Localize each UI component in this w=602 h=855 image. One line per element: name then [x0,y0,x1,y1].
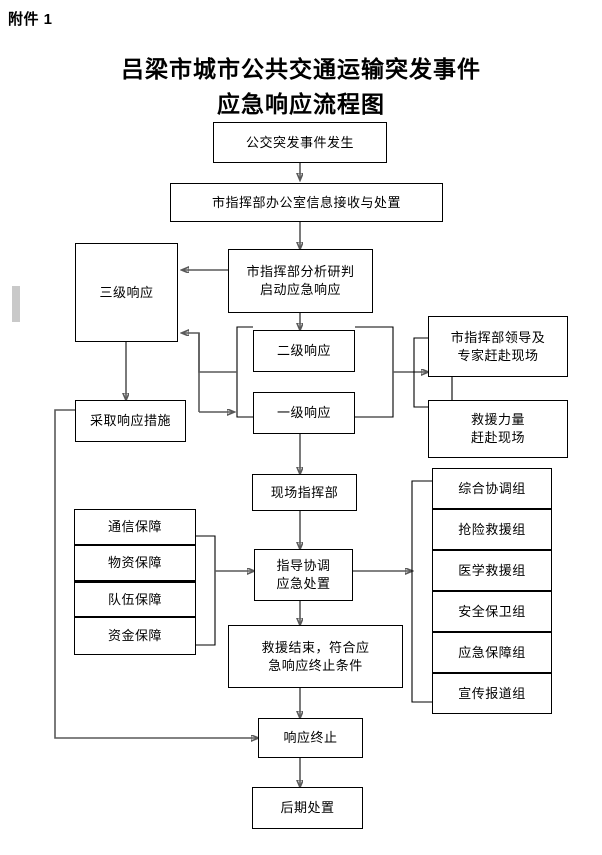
support-item-communication[interactable]: 通信保障 [74,509,196,545]
node-onsite-command[interactable]: 现场指挥部 [252,474,357,511]
node-label: 救援结束，符合应 急响应终止条件 [261,639,370,673]
node-label: 响应终止 [283,730,338,746]
node-command-office-receive[interactable]: 市指挥部办公室信息接收与处置 [170,183,443,222]
node-label: 安全保卫组 [458,603,526,619]
node-label: 抢险救援组 [458,521,526,537]
page-title-line2: 应急响应流程图 [217,92,385,117]
node-label: 医学救援组 [458,562,526,578]
node-command-analysis-activate[interactable]: 市指挥部分析研判 启动应急响应 [228,249,373,313]
node-response-termination[interactable]: 响应终止 [258,718,363,758]
node-label: 现场指挥部 [270,484,339,500]
node-level-3-response[interactable]: 三级响应 [75,243,178,342]
working-group-medical[interactable]: 医学救援组 [432,550,552,591]
node-label: 市指挥部办公室信息接收与处置 [211,194,401,210]
node-level-2-response[interactable]: 二级响应 [253,330,355,372]
node-take-response-measures[interactable]: 采取响应措施 [75,400,186,442]
node-post-incident-handling[interactable]: 后期处置 [252,787,363,829]
support-item-funding[interactable]: 资金保障 [74,617,196,655]
node-label: 二级响应 [276,343,331,359]
node-label: 综合协调组 [458,480,526,496]
working-group-rescue[interactable]: 抢险救援组 [432,509,552,550]
node-label: 物资保障 [107,555,162,571]
node-label: 资金保障 [107,628,162,644]
node-level-1-response[interactable]: 一级响应 [253,392,355,434]
node-label: 公交突发事件发生 [245,134,354,150]
support-item-teams[interactable]: 队伍保障 [74,581,196,617]
working-group-comprehensive-coordination[interactable]: 综合协调组 [432,468,552,509]
working-group-security[interactable]: 安全保卫组 [432,591,552,632]
node-label: 应急保障组 [458,644,526,660]
node-label: 市指挥部领导及 专家赶赴现场 [450,329,546,363]
working-group-emergency-support[interactable]: 应急保障组 [432,632,552,673]
node-label: 一级响应 [276,405,331,421]
page-title-line1: 吕梁市城市公共交通运输突发事件 [121,57,481,82]
working-group-publicity[interactable]: 宣传报道组 [432,673,552,714]
node-label: 队伍保障 [107,591,162,607]
attachment-label: 附件 1 [8,11,53,28]
node-label: 通信保障 [107,519,162,535]
node-rescue-force-to-scene[interactable]: 救援力量 赶赴现场 [428,400,568,458]
node-label: 救援力量 赶赴现场 [470,412,525,445]
margin-gray-mark [12,286,20,322]
node-public-transport-incident[interactable]: 公交突发事件发生 [213,122,387,163]
support-item-materials[interactable]: 物资保障 [74,545,196,581]
node-rescue-end-conditions[interactable]: 救援结束，符合应 急响应终止条件 [228,625,403,688]
node-label: 市指挥部分析研判 启动应急响应 [246,264,355,297]
node-guide-coordinate-emergency[interactable]: 指导协调 应急处置 [254,549,353,601]
node-label: 采取响应措施 [89,413,171,429]
node-label: 后期处置 [280,800,335,816]
node-label: 三级响应 [99,284,154,300]
node-label: 指导协调 应急处置 [276,558,331,591]
node-label: 宣传报道组 [458,685,526,701]
node-leaders-experts-to-scene[interactable]: 市指挥部领导及 专家赶赴现场 [428,316,568,377]
